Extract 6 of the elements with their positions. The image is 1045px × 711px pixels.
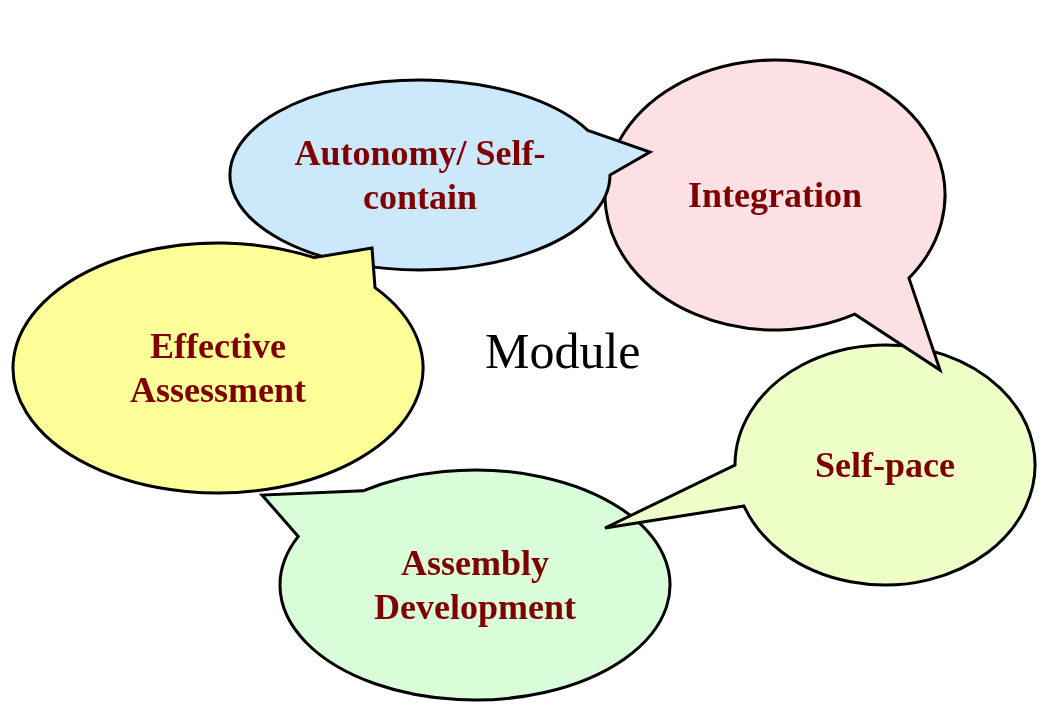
bubble-text: Autonomy/ Self-contain xyxy=(293,132,547,219)
center-label: Module xyxy=(485,322,641,380)
bubble-text: Assembly Development xyxy=(373,542,577,629)
bubble-text: Self-pace xyxy=(815,444,955,487)
bubble-text: Effective Assessment xyxy=(129,325,307,412)
bubble-text: Integration xyxy=(688,174,862,217)
